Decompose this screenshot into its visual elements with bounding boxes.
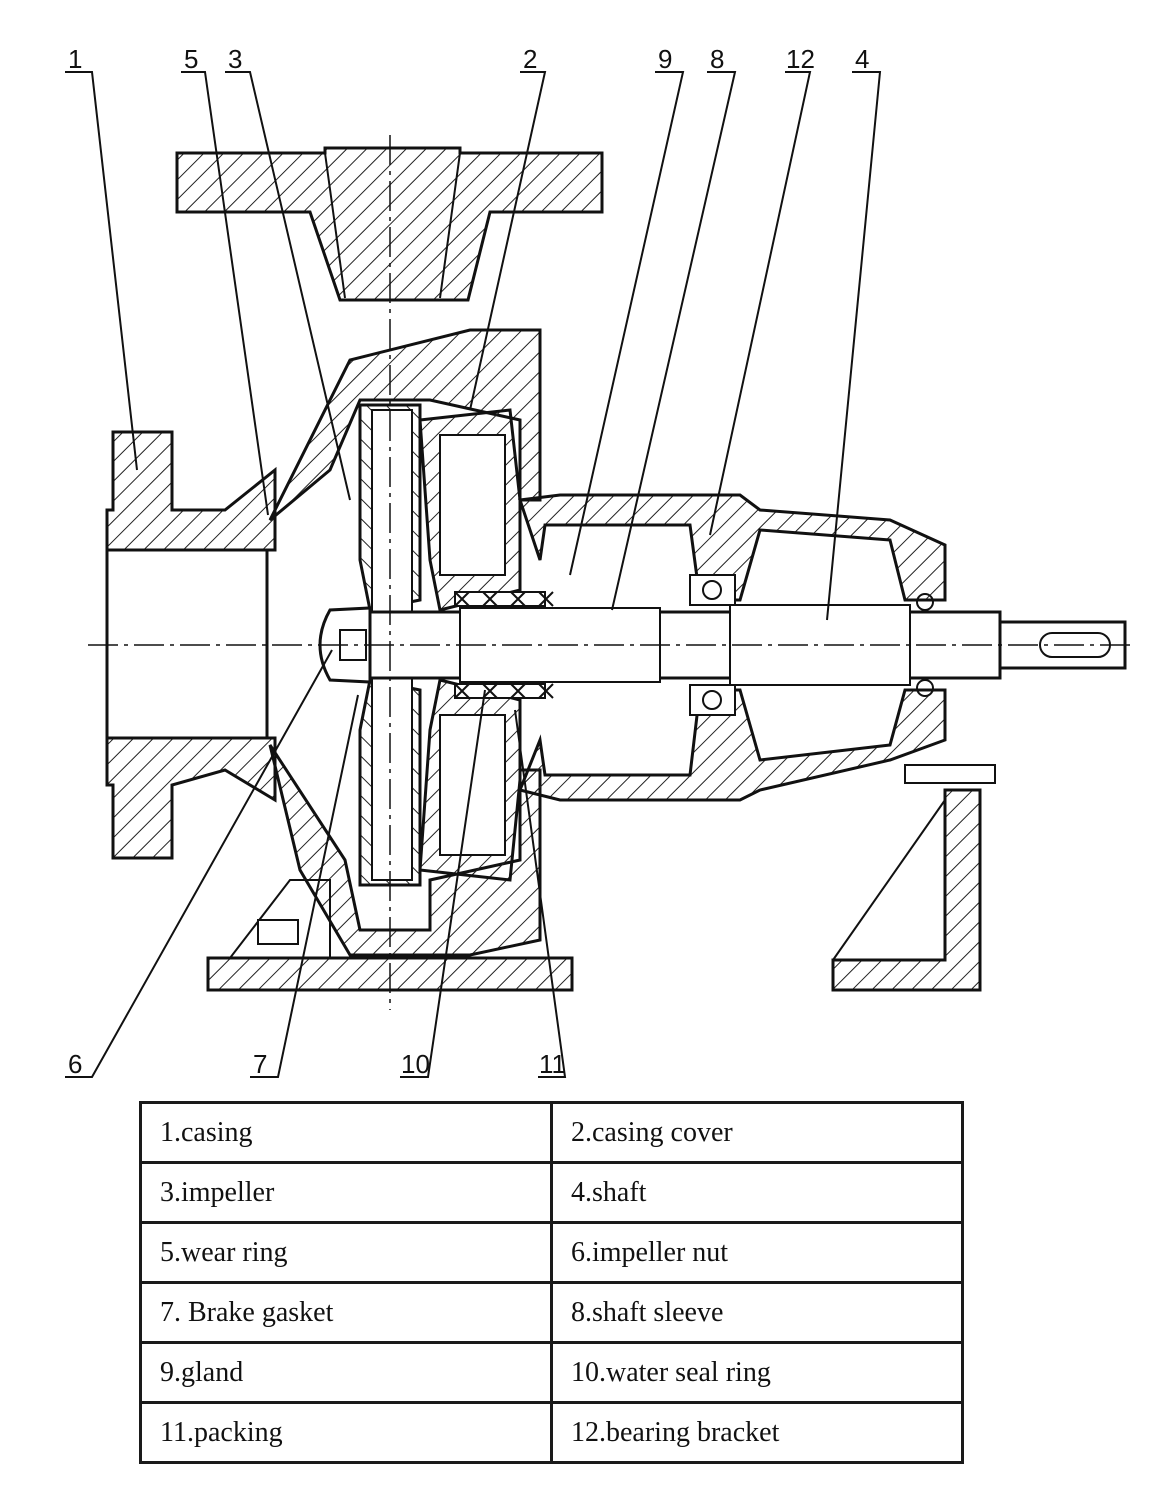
bolt-bracket	[904, 764, 996, 784]
callout-6: 6	[68, 1049, 82, 1079]
legend-cell: 10.water seal ring	[550, 1341, 964, 1404]
legend-row: 1.casing 2.casing cover	[139, 1101, 964, 1164]
callout-8: 8	[710, 44, 724, 74]
legend-cell: 5.wear ring	[139, 1221, 553, 1284]
legend-cell: 4.shaft	[550, 1161, 964, 1224]
callout-11: 11	[539, 1049, 566, 1079]
legend-cell: 6.impeller nut	[550, 1221, 964, 1284]
pump-cross-section-drawing: 1 5 3 2 9 8 12 4 6 7 10 11	[65, 44, 1130, 1079]
legend-cell: 2.casing cover	[550, 1101, 964, 1164]
bearing-bracket	[517, 493, 947, 602]
bracket-support-foot	[831, 788, 982, 992]
legend-row: 9.gland 10.water seal ring	[139, 1341, 964, 1404]
discharge-flange	[175, 146, 604, 302]
bolt-lower	[257, 919, 299, 945]
legend-row: 3.impeller 4.shaft	[139, 1161, 964, 1224]
bearings	[689, 574, 934, 716]
callout-3: 3	[228, 44, 242, 74]
callout-5: 5	[184, 44, 198, 74]
callout-labels: 1 5 3 2 9 8 12 4 6 7 10 11	[68, 44, 869, 1079]
legend-cell: 9.gland	[139, 1341, 553, 1404]
legend-row: 7. Brake gasket 8.shaft sleeve	[139, 1281, 964, 1344]
callout-7: 7	[253, 1049, 267, 1079]
callout-12: 12	[786, 44, 815, 74]
legend-row: 5.wear ring 6.impeller nut	[139, 1221, 964, 1284]
callout-1: 1	[68, 44, 82, 74]
callout-10: 10	[401, 1049, 430, 1079]
legend-cell: 3.impeller	[139, 1161, 553, 1224]
legend-cell: 11.packing	[139, 1401, 553, 1464]
legend-cell: 1.casing	[139, 1101, 553, 1164]
legend-cell: 8.shaft sleeve	[550, 1281, 964, 1344]
parts-legend-table: 1.casing 2.casing cover 3.impeller 4.sha…	[139, 1101, 964, 1464]
legend-cell: 12.bearing bracket	[550, 1401, 964, 1464]
legend-cell: 7. Brake gasket	[139, 1281, 553, 1344]
callout-2: 2	[523, 44, 537, 74]
callout-leaders	[65, 71, 882, 1078]
callout-4: 4	[855, 44, 869, 74]
packing-rows	[454, 591, 554, 699]
legend-row: 11.packing 12.bearing bracket	[139, 1401, 964, 1464]
suction-flange	[105, 430, 277, 552]
callout-9: 9	[658, 44, 672, 74]
